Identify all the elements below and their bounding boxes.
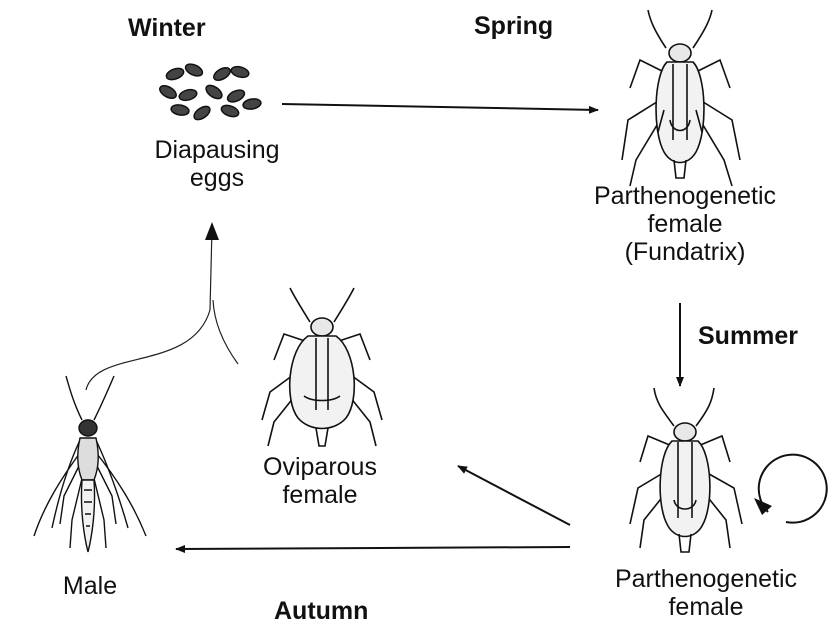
label-line: female bbox=[580, 593, 832, 621]
arrow-parthenogenetic-to-male bbox=[176, 547, 570, 549]
aphid-parthenogenetic-icon bbox=[630, 388, 742, 552]
label-oviparous-female: Oviparous female bbox=[232, 453, 408, 509]
label-line: Parthenogenetic bbox=[580, 565, 832, 593]
season-spring: Spring bbox=[474, 12, 553, 40]
label-parthenogenetic-female: Parthenogenetic female bbox=[580, 565, 832, 621]
label-line: female bbox=[568, 210, 802, 238]
label-line: Diapausing bbox=[126, 136, 308, 164]
season-autumn: Autumn bbox=[274, 597, 368, 625]
season-summer: Summer bbox=[698, 322, 798, 350]
arrow-parthenogenetic-to-oviparous bbox=[458, 466, 570, 525]
label-line: female bbox=[232, 481, 408, 509]
label-line: Oviparous bbox=[232, 453, 408, 481]
aphid-fundatrix-icon bbox=[622, 10, 740, 186]
label-fundatrix: Parthenogenetic female (Fundatrix) bbox=[568, 182, 802, 266]
aphid-male-icon bbox=[34, 376, 146, 552]
arrow-mating-to-eggs bbox=[86, 228, 238, 390]
arrow-eggs-to-fundatrix bbox=[282, 104, 598, 110]
self-cycle-arrow-icon bbox=[754, 455, 827, 523]
label-diapausing-eggs: Diapausing eggs bbox=[126, 136, 308, 192]
label-line: eggs bbox=[126, 164, 308, 192]
label-male: Male bbox=[50, 572, 130, 600]
eggs-icon bbox=[158, 62, 262, 123]
label-line: Parthenogenetic bbox=[568, 182, 802, 210]
label-line: (Fundatrix) bbox=[568, 238, 802, 266]
aphid-oviparous-icon bbox=[262, 288, 382, 446]
season-winter: Winter bbox=[128, 14, 206, 42]
